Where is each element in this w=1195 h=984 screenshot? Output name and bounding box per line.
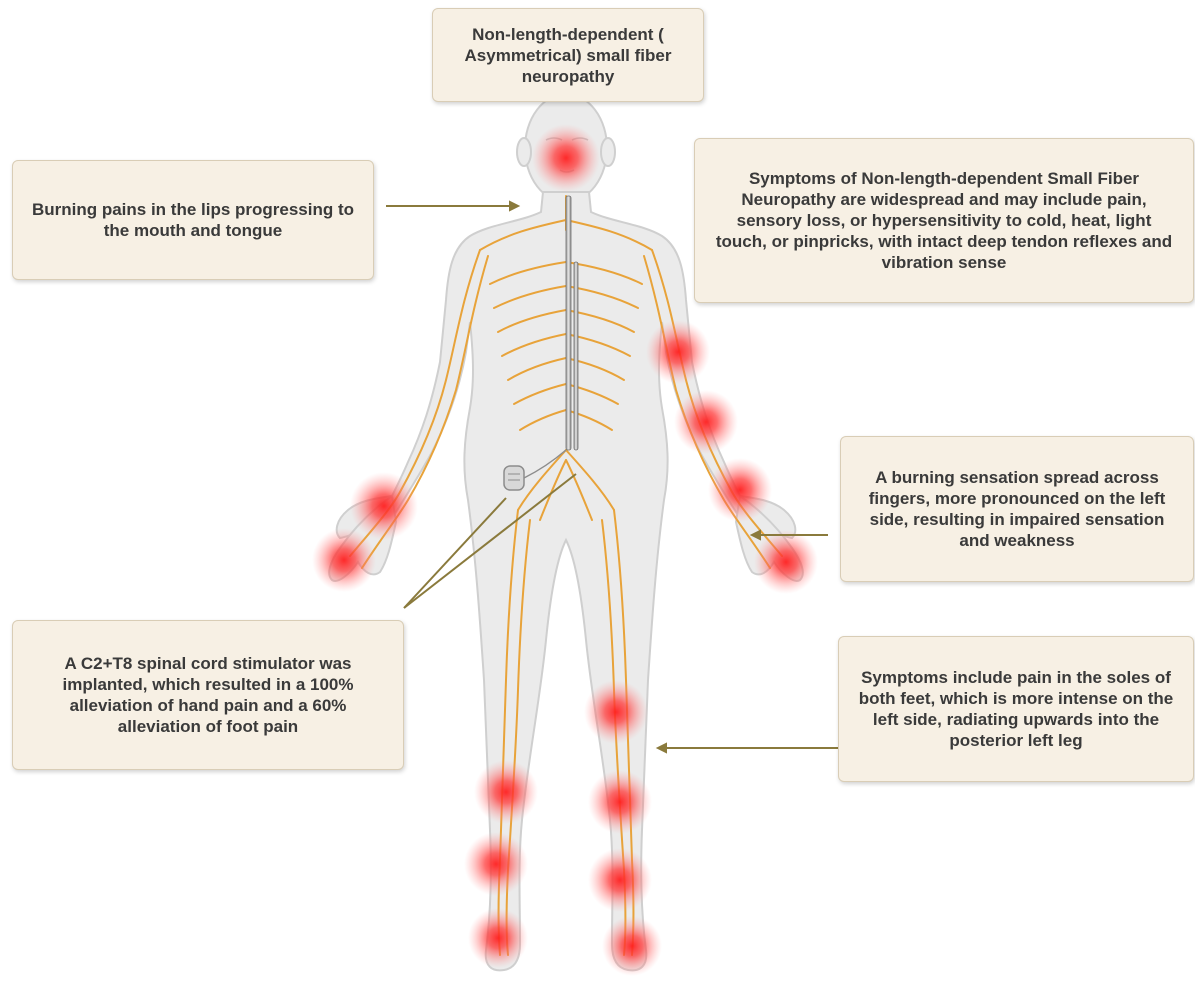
pain-spot-left-fingers (754, 530, 818, 594)
pain-spot-left-foot (602, 916, 662, 976)
title-box: Non-length-dependent ( Asymmetrical) sma… (432, 8, 704, 102)
callout-fingers: A burning sensation spread across finger… (840, 436, 1194, 582)
callout-lips-text: Burning pains in the lips progressing to… (27, 199, 359, 241)
pain-spot-right-knee (474, 760, 538, 824)
leader-arrow-feet (658, 744, 838, 752)
callout-stimulator: A C2+T8 spinal cord stimulator was impla… (12, 620, 404, 770)
callout-lips: Burning pains in the lips progressing to… (12, 160, 374, 280)
pain-spot-right-calf (464, 832, 528, 896)
pain-spot-left-calf (588, 848, 652, 912)
pain-spot-mouth (532, 124, 600, 192)
pain-spot-right-wrist (350, 472, 418, 540)
pain-spot-right-fingers (312, 528, 376, 592)
pain-spot-left-forearm-mid (674, 390, 738, 454)
pain-spot-left-thigh (584, 680, 648, 744)
callout-feet-text: Symptoms include pain in the soles of bo… (853, 667, 1179, 751)
callout-feet: Symptoms include pain in the soles of bo… (838, 636, 1194, 782)
title-text: Non-length-dependent ( Asymmetrical) sma… (447, 24, 689, 87)
pain-spot-left-knee (588, 770, 652, 834)
pain-spot-right-foot (468, 908, 528, 968)
pain-spot-left-forearm-upper (646, 320, 710, 384)
leader-arrow-lips (386, 202, 518, 210)
callout-stimulator-text: A C2+T8 spinal cord stimulator was impla… (27, 653, 389, 737)
pain-spot-left-wrist (708, 458, 772, 522)
callout-widespread-symptoms: Symptoms of Non-length-dependent Small F… (694, 138, 1194, 303)
left-ear (517, 138, 531, 166)
callout-fingers-text: A burning sensation spread across finger… (855, 467, 1179, 551)
callout-widespread-symptoms-text: Symptoms of Non-length-dependent Small F… (713, 168, 1175, 273)
right-ear (601, 138, 615, 166)
